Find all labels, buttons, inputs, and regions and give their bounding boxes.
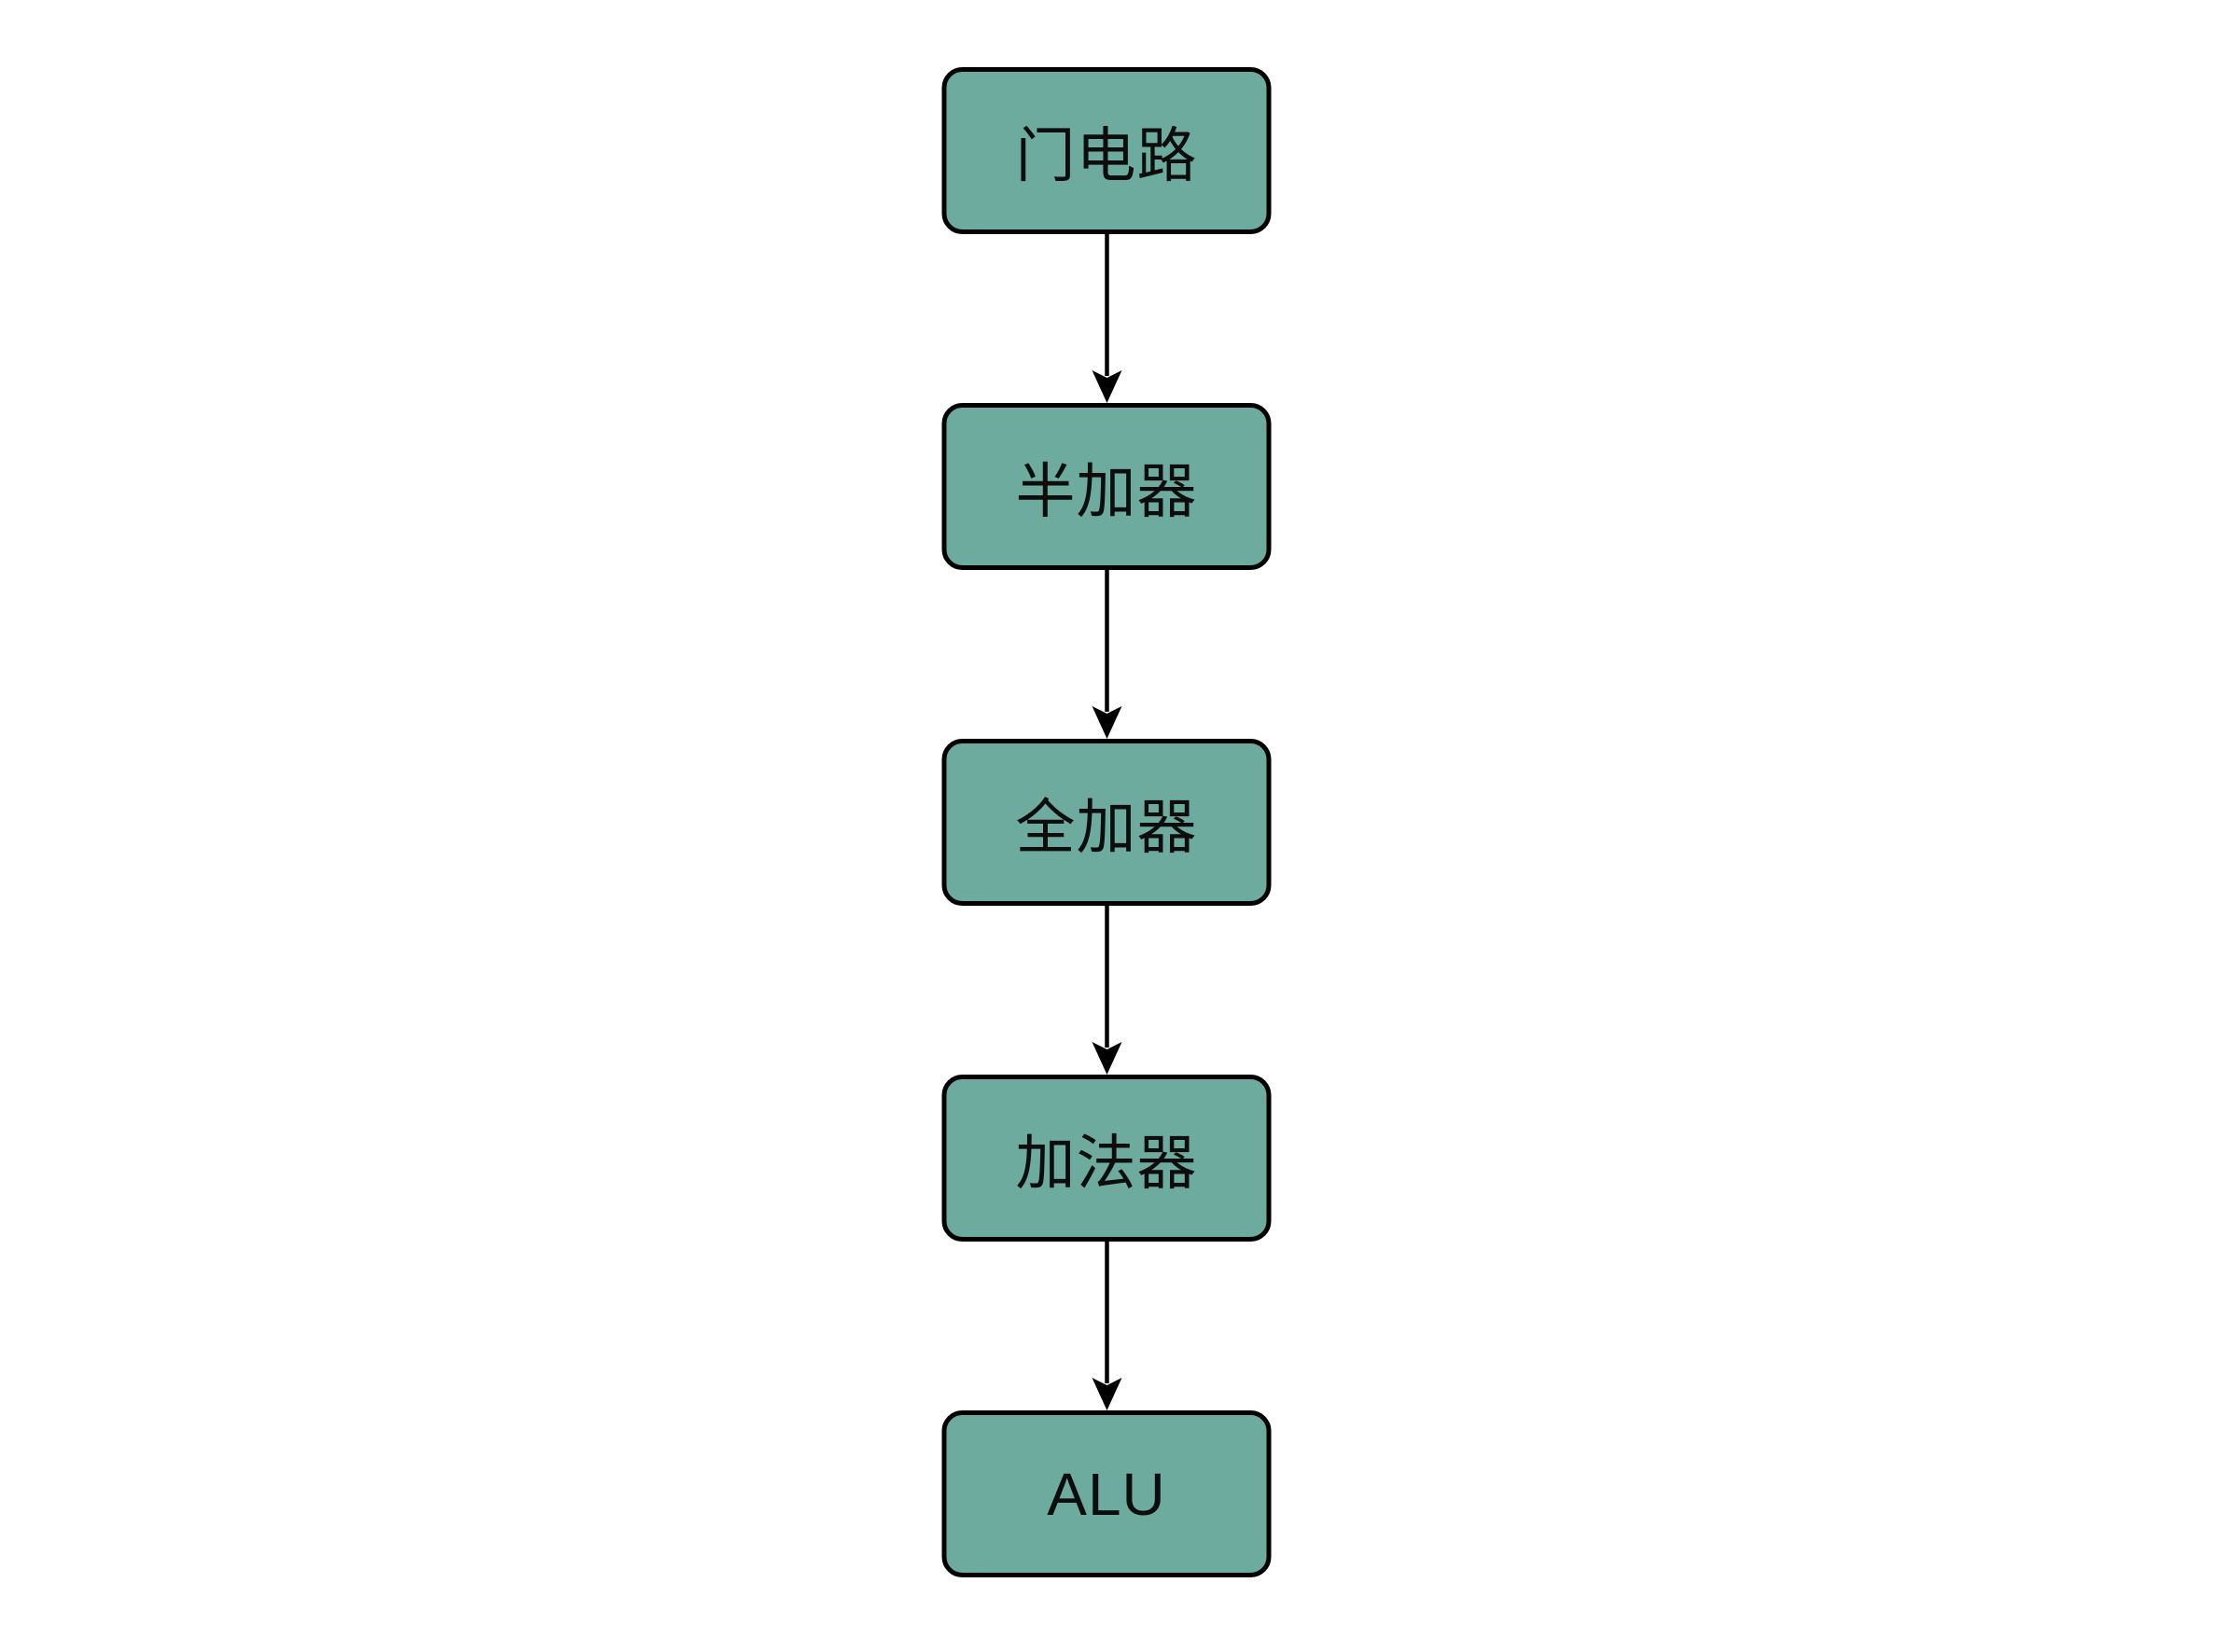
arrow-down-icon — [1092, 906, 1121, 1075]
node-alu-label: ALU — [1047, 1460, 1166, 1528]
node-adder: 加法器 — [941, 1075, 1272, 1242]
arrow-down-icon — [1092, 234, 1121, 403]
node-alu: ALU — [941, 1410, 1272, 1577]
node-half-adder: 半加器 — [941, 403, 1272, 570]
arrow-down-icon — [1092, 570, 1121, 739]
node-adder-label: 加法器 — [1015, 1129, 1198, 1197]
arrow-down-icon — [1092, 1242, 1121, 1410]
node-gate-circuit: 门电路 — [941, 67, 1272, 234]
flowchart: 门电路 半加器 全加器 加法器 ALU — [941, 67, 1272, 1577]
node-half-adder-label: 半加器 — [1015, 457, 1198, 525]
node-gate-circuit-label: 门电路 — [1015, 121, 1198, 189]
node-full-adder: 全加器 — [941, 739, 1272, 906]
node-full-adder-label: 全加器 — [1015, 793, 1198, 861]
